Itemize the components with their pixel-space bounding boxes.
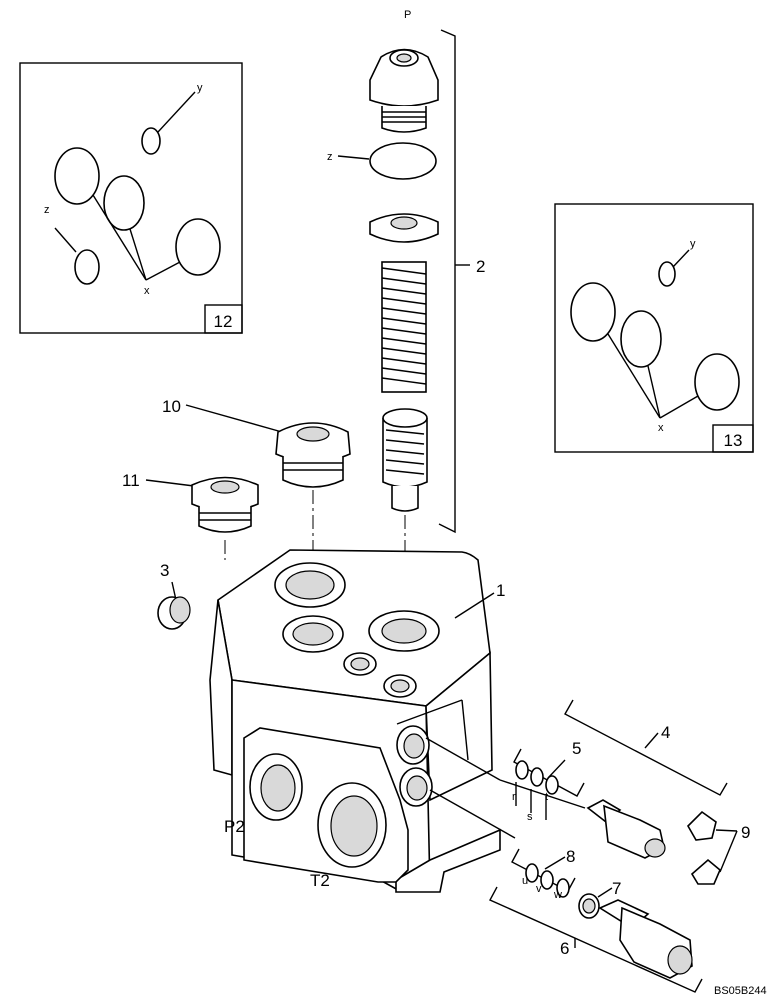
inset-right-ring-b: [620, 310, 662, 368]
oring-u: [525, 863, 539, 883]
body-top-face: [217, 549, 491, 707]
label-w: w: [553, 889, 562, 901]
label-z: z: [327, 151, 333, 163]
inset-right-oring-y: [658, 261, 676, 287]
figure-code: BS05B244: [714, 985, 767, 997]
callout-11: 11: [122, 471, 140, 490]
item-4-relief-cartridge: 4 5 r s t 9: [425, 699, 750, 885]
inset-left-ring-a: [54, 147, 100, 205]
inset-left-ref: 12: [214, 312, 233, 331]
callout-8: 8: [566, 847, 575, 866]
item-11-plug: 11: [122, 471, 259, 560]
item-10-plug: 10: [162, 397, 351, 580]
callout-4: 4: [661, 723, 670, 742]
inset-left-letter-z: z: [44, 204, 50, 216]
valve-body: P2 T2 1: [209, 549, 505, 893]
inset-right-ref-box: [712, 424, 754, 453]
callout-3: 3: [160, 561, 169, 580]
label-s: s: [527, 811, 533, 823]
inset-left-oring-y: [141, 127, 161, 155]
oring-t: [545, 775, 559, 795]
item-3-plug: 3: [157, 561, 191, 630]
label-u: u: [522, 875, 528, 887]
oring-v: [540, 870, 554, 890]
inset-left-frame: [19, 62, 243, 334]
spring: [381, 261, 427, 393]
callout-10: 10: [162, 397, 181, 416]
inset-left-ring-c: [175, 218, 221, 276]
label-p: P: [404, 9, 411, 21]
inset-right-ref: 13: [724, 431, 743, 450]
callout-1: 1: [496, 581, 505, 600]
callout-6: 6: [560, 939, 569, 958]
oring-w: [556, 878, 570, 898]
label-v: v: [536, 883, 542, 895]
bracket-item-2: [438, 29, 456, 534]
inset-left-ref-box: [204, 304, 243, 334]
item-6-cartridge: 8 u v w 7 6: [429, 789, 703, 993]
callout-2: 2: [476, 257, 485, 276]
oring-s: [530, 767, 544, 787]
inset-left-letter-y: y: [197, 82, 203, 94]
clip-9-upper: [687, 810, 717, 841]
clip-9-lower: [690, 858, 721, 885]
spool-poppet: [382, 408, 428, 512]
callout-7: 7: [612, 879, 621, 898]
inset-right: 13 y x: [554, 203, 754, 453]
label-t: t: [545, 791, 548, 803]
port-label-p2: P2: [224, 817, 245, 836]
label-r: r: [512, 791, 516, 803]
oring-z: [369, 142, 437, 180]
inset-right-ring-a: [570, 282, 616, 342]
inset-left: 12 y z x: [19, 62, 243, 334]
inset-right-letter-y: y: [690, 238, 696, 250]
port-label-t2: T2: [310, 871, 330, 890]
item-2-relief-assembly: P z 2: [327, 9, 485, 640]
inset-left-letter-x: x: [144, 285, 150, 297]
inset-right-letter-x: x: [658, 422, 664, 434]
inset-left-ring-b: [103, 175, 145, 231]
inset-right-frame: [554, 203, 754, 453]
callout-9: 9: [741, 823, 750, 842]
inset-left-ring-z: [74, 249, 100, 285]
inset-right-ring-c: [694, 353, 740, 411]
callout-5: 5: [572, 739, 581, 758]
oring-r: [515, 760, 529, 780]
body-right-face: [425, 651, 493, 802]
